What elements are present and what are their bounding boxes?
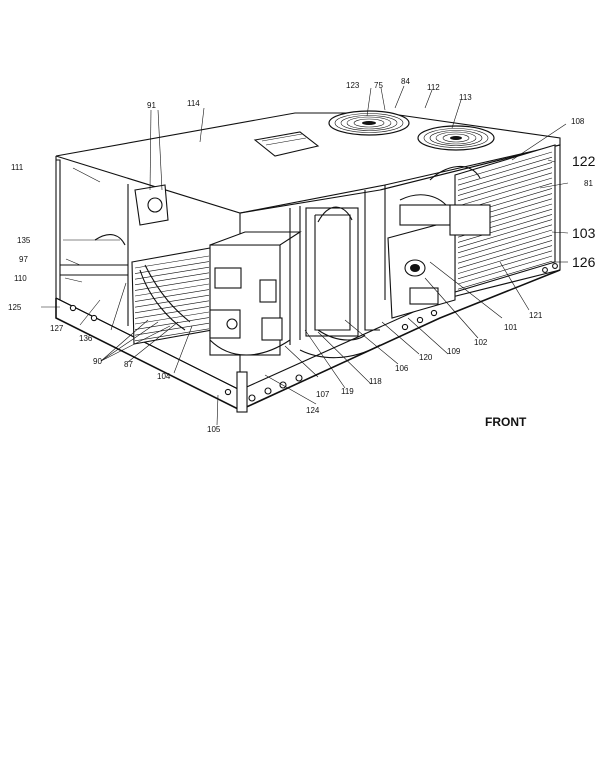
label-123: 123 (346, 81, 360, 90)
label-81: 81 (584, 179, 593, 188)
label-110: 110 (14, 274, 27, 283)
evaporator-fin (134, 289, 210, 302)
condenser-fan-grilles (253, 110, 495, 157)
evaporator-coil (131, 247, 213, 345)
label-113: 113 (459, 93, 472, 102)
evaporator-fin (134, 322, 210, 336)
evaporator-fin (134, 255, 210, 269)
coil-fin (457, 234, 553, 264)
label-135: 135 (17, 236, 31, 245)
label-118: 118 (369, 377, 382, 386)
label-111: 111 (11, 163, 24, 172)
label-112: 112 (427, 83, 440, 92)
evaporator-fin (134, 311, 210, 325)
coil-fin (457, 224, 553, 254)
label-87: 87 (124, 360, 133, 369)
label-106: 106 (395, 364, 409, 373)
wiring (94, 234, 381, 359)
label-90: 90 (93, 357, 102, 366)
evaporator-fin (134, 272, 210, 286)
evaporator-fin (134, 306, 210, 319)
coil-fin (457, 245, 553, 274)
label-104: 104 (157, 372, 171, 381)
label-102: 102 (474, 338, 488, 347)
coil-fin (457, 219, 553, 248)
coil-fin (457, 240, 553, 269)
label-114: 114 (187, 99, 200, 108)
label-105: 105 (207, 425, 221, 434)
label-119: 119 (341, 387, 354, 396)
label-108: 108 (571, 117, 585, 126)
label-84: 84 (401, 77, 410, 86)
label-107: 107 (316, 390, 330, 399)
evaporator-fin (134, 261, 210, 274)
label-126: 126 (572, 254, 596, 270)
evaporator-fin (134, 266, 210, 280)
coil-fin (457, 151, 553, 181)
label-97: 97 (19, 255, 28, 264)
label-136: 136 (79, 334, 93, 343)
part-labels: 123 75 84 112 113 114 91 108 122 81 111 … (8, 77, 596, 434)
coil-fin (457, 229, 553, 259)
coil-fin (457, 167, 553, 196)
evaporator-fin (134, 300, 210, 314)
compressor (387, 165, 491, 319)
coil-fin (457, 177, 553, 207)
coil-fin (457, 156, 553, 186)
label-125: 125 (8, 303, 22, 312)
upper-left-component (134, 184, 169, 226)
coil-fin (457, 250, 553, 280)
blower-assembly (209, 231, 302, 356)
coil-fin (457, 260, 553, 290)
label-101: 101 (504, 323, 518, 332)
center-partition (289, 190, 380, 345)
label-124: 124 (306, 406, 320, 415)
coil-fin (457, 172, 553, 202)
label-127: 127 (50, 324, 64, 333)
evaporator-fin (134, 328, 210, 342)
label-122: 122 (572, 153, 596, 169)
evaporator-fin (134, 317, 210, 330)
coil-fin (457, 162, 553, 191)
leader-lines (41, 85, 569, 426)
label-103: 103 (572, 225, 596, 241)
evaporator-fin (134, 294, 210, 308)
label-121: 121 (529, 311, 543, 320)
label-91: 91 (147, 101, 156, 110)
evaporator-fin (134, 283, 210, 297)
label-109: 109 (447, 347, 461, 356)
coil-fin (457, 214, 553, 243)
label-120: 120 (419, 353, 433, 362)
front-label: FRONT (485, 415, 527, 429)
label-75: 75 (374, 81, 383, 90)
